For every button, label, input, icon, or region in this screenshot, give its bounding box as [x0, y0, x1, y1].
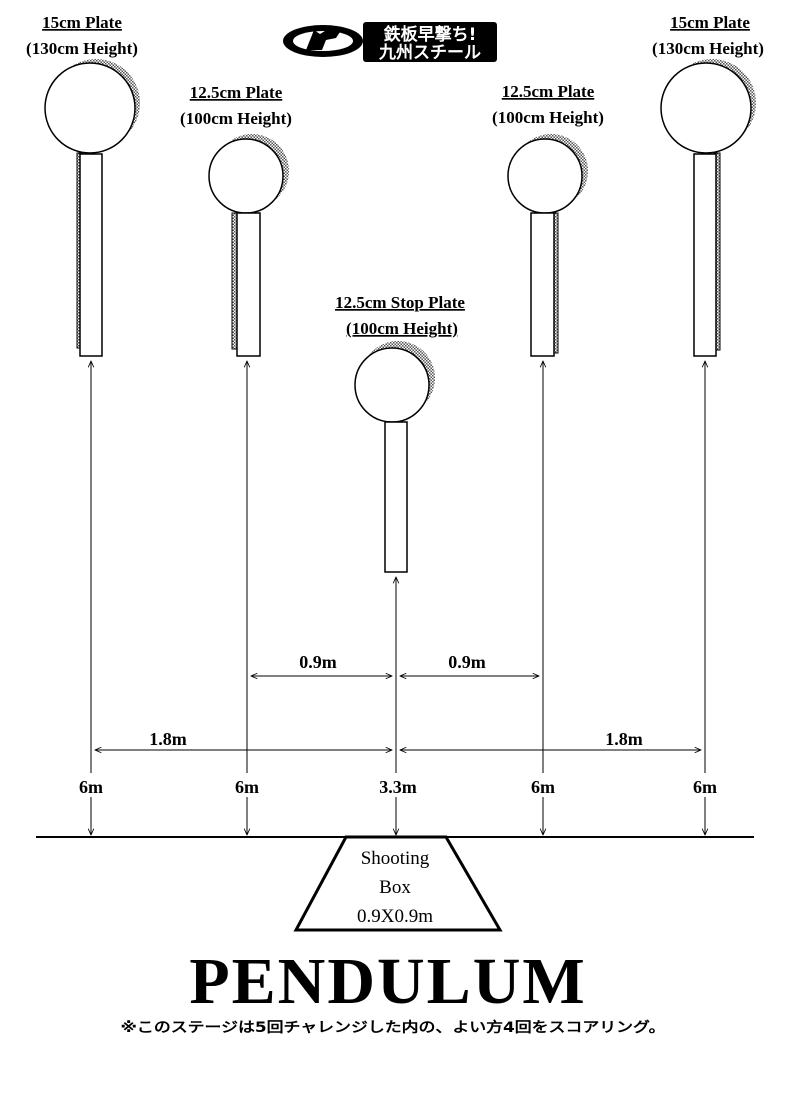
target-far-right [660, 59, 756, 357]
stage-title: PENDULUM [189, 945, 586, 1018]
plate-12-5cm [208, 138, 284, 214]
spacing-lines [95, 676, 701, 750]
label-mid-left-height: (100cm Height) [180, 109, 292, 128]
label-mid-left-title: 12.5cm Plate [190, 83, 283, 102]
target-post [79, 153, 103, 357]
plate-15cm [44, 62, 136, 154]
target-center-stop [354, 341, 435, 573]
spacing-label-inner-right: 0.9m [448, 652, 486, 672]
shooting-box-line-2: Box [379, 877, 411, 898]
distance-label-center: 3.3m [379, 777, 417, 797]
distance-label-far-right: 6m [693, 777, 717, 797]
spacing-label-outer-left: 1.8m [149, 729, 187, 749]
distance-labels [72, 773, 724, 797]
logo-line-1: 鉄板早撃ち! [384, 24, 477, 45]
target-post [384, 421, 408, 573]
label-far-left-title: 15cm Plate [42, 13, 122, 32]
logo-shooter-icon [306, 28, 340, 50]
plate-15cm [660, 62, 752, 154]
target-mid-left [208, 134, 289, 357]
label-far-left-height: (130cm Height) [26, 39, 138, 58]
spacing-label-outer-right: 1.8m [605, 729, 643, 749]
logo-line-2: 九州スチール [378, 43, 481, 63]
scoring-note: ※このステージは5回チャレンジした内の、よい方4回をスコアリング。 [121, 1019, 666, 1036]
shooting-box [293, 835, 503, 932]
label-far-right-height: (130cm Height) [652, 39, 764, 58]
label-mid-right-title: 12.5cm Plate [502, 82, 595, 101]
shooting-box-line-1: Shooting [361, 848, 430, 869]
brand-logo: 鉄板早撃ち! 九州スチール [283, 22, 497, 63]
spacing-label-inner-left: 0.9m [299, 652, 337, 672]
label-center-height: (100cm Height) [346, 319, 458, 338]
target-mid-right [507, 134, 588, 357]
shooting-box-line-3: 0.9X0.9m [357, 906, 433, 927]
distance-label-mid-left: 6m [235, 777, 259, 797]
label-center-title: 12.5cm Stop Plate [335, 293, 465, 312]
target-post [530, 212, 555, 357]
target-post [236, 212, 261, 357]
target-far-left [44, 59, 140, 357]
label-far-right-title: 15cm Plate [670, 13, 750, 32]
target-post [693, 153, 717, 357]
distance-label-far-left: 6m [79, 777, 103, 797]
label-mid-right-height: (100cm Height) [492, 108, 604, 127]
distance-label-mid-right: 6m [531, 777, 555, 797]
plate-12-5cm [507, 138, 583, 214]
stop-plate-12-5cm [354, 347, 430, 423]
